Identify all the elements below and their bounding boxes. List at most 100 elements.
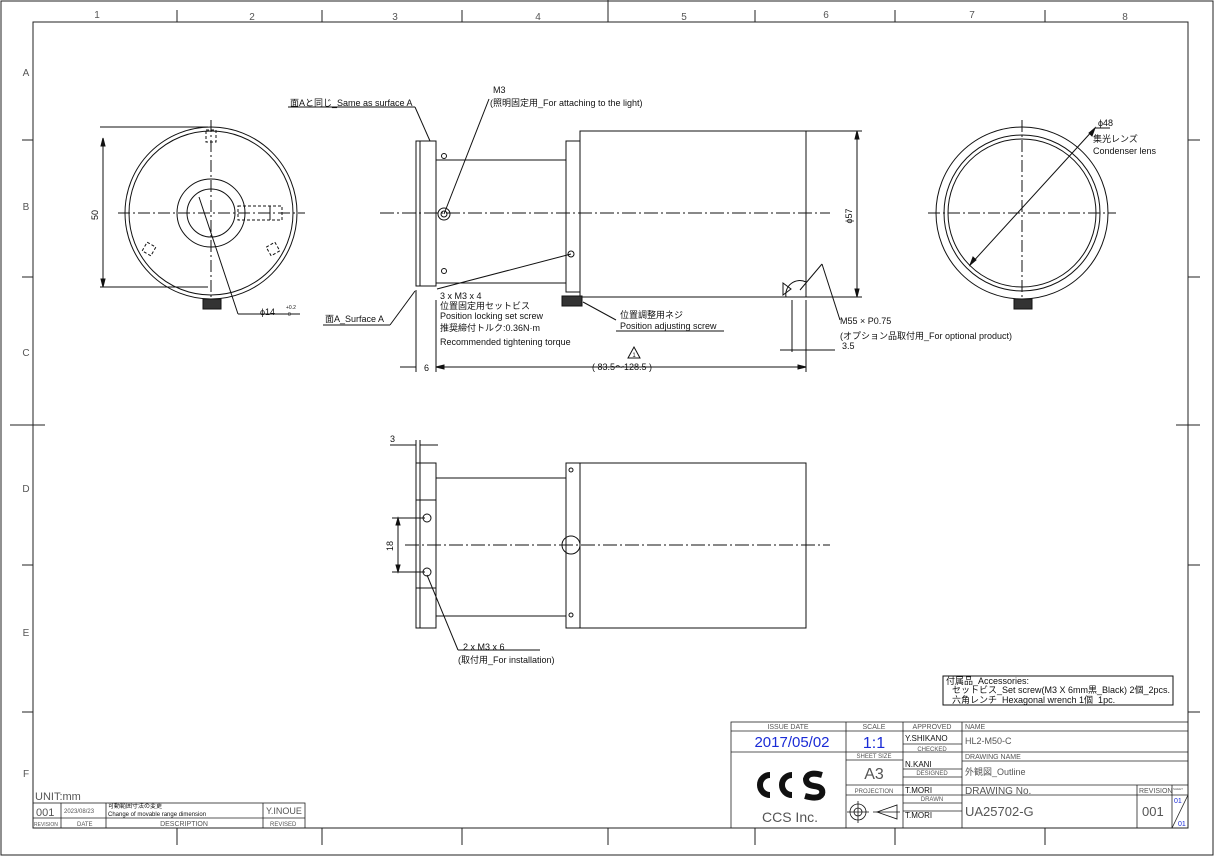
note-torque-en: Recommended tightening torque — [440, 337, 571, 347]
bottom-dim-spacing: 18 — [385, 541, 395, 551]
note-surface-a: 面A_Surface A — [325, 314, 384, 324]
revision-block-text: UNIT:mm 001 2023/08/23 可動範囲寸法の変更 Change … — [34, 791, 302, 828]
accessories-title: 付属品_Accessories: — [946, 676, 1029, 686]
grid-column-labels: 1 2 3 4 5 6 7 8 — [94, 10, 1128, 23]
note-holes-purpose: (取付用_For installation) — [458, 655, 555, 665]
revision-no: 001 — [1142, 804, 1164, 819]
grid-col-6: 6 — [823, 10, 829, 21]
hdr-revision: REVISION — [34, 822, 58, 828]
note-setscrew-qty: 3 x M3 x 4 — [440, 291, 482, 301]
name-label: NAME — [965, 724, 986, 731]
side-dim-thread: M55 × P0.75 — [840, 316, 891, 326]
grid-col-3: 3 — [392, 12, 398, 23]
rev-desc-jp: 可動範囲寸法の変更 — [108, 802, 162, 810]
grid-col-4: 4 — [535, 12, 541, 23]
side-dim-diameter: ϕ57 — [844, 208, 854, 223]
note-m3-purpose: (照明固定用_For attaching to the light) — [490, 97, 643, 108]
grid-row-e: E — [23, 628, 30, 639]
side-dim-length: ( 83.5～128.5 ) — [592, 362, 652, 372]
accessories-box: 付属品_Accessories: セットビス_Set screw(M3 X 6m… — [942, 675, 1174, 706]
note-m3: M3 — [493, 85, 506, 95]
rear-view — [928, 120, 1116, 310]
note-adjust-jp: 位置調整用ネジ — [620, 309, 683, 320]
note-optional: (オプション品取付用_For optional product) — [840, 331, 1012, 341]
revision-label: REVISION — [1139, 788, 1172, 795]
scale-label: SCALE — [863, 724, 886, 731]
grid-col-7: 7 — [969, 10, 975, 21]
note-adjust-en: Position adjusting screw — [620, 321, 717, 331]
projection-icon — [847, 801, 900, 823]
grid-row-d: D — [22, 484, 29, 495]
sheet-label: SHEET — [1173, 787, 1183, 791]
note-same-as-surface-a: 面Aと同じ_Same as surface A — [290, 98, 413, 108]
hdr-revised: REVISED — [270, 822, 297, 828]
drawn-name: T.MORI — [905, 811, 932, 820]
front-dim-50: 50 — [90, 210, 100, 220]
accessories-line-1: セットビス_Set screw(M3 X 6mm黒_Black) 2個_2pcs… — [952, 684, 1170, 695]
bottom-view-labels: 3 18 2 x M3 x 6 (取付用_For installation) — [385, 434, 555, 665]
drawing-no-label: DRAWING No. — [965, 786, 1031, 797]
approved-name: Y.SHIKANO — [905, 734, 948, 743]
note-setscrew-jp: 位置固定用セットビス — [440, 300, 530, 311]
rev-by: Y.INOUE — [266, 806, 302, 816]
company-name: CCS Inc. — [762, 809, 818, 825]
sheet-size-label: SHEET SIZE — [857, 754, 892, 760]
note-torque-jp: 推奨締付トルク:0.36N·m — [440, 322, 540, 333]
unit-label: UNIT:mm — [35, 791, 81, 803]
drawing-name-label: DRAWING NAME — [965, 754, 1021, 761]
rear-view-labels: ϕ48 集光レンズ Condenser lens — [1093, 118, 1157, 156]
designed-name: T.MORI — [905, 786, 932, 795]
rev-desc-en: Change of movable range dimension — [108, 812, 206, 818]
front-dim-bore-tol-lower: 0 — [288, 312, 291, 318]
bottom-dim-flange: 3 — [390, 434, 395, 444]
grid-row-b: B — [23, 202, 30, 213]
side-dim-length-mark: 1 — [632, 353, 636, 359]
note-lens-jp: 集光レンズ — [1093, 133, 1138, 144]
accessories-line-2: 六角レンチ_Hexagonal wrench 1個_1pc. — [952, 694, 1115, 705]
product-name: HL2-M50-C — [965, 736, 1012, 746]
rev-date: 2023/08/23 — [64, 809, 95, 815]
side-dim-flange: 6 — [424, 363, 429, 373]
grid-row-labels: A B C D E F — [22, 68, 29, 780]
note-setscrew-en: Position locking set screw — [440, 311, 544, 321]
side-dim-thread-depth: 3.5 — [842, 341, 855, 351]
front-dim-bore-tol-upper: +0.2 — [286, 305, 296, 311]
rev-no: 001 — [36, 807, 54, 819]
sheet-total: 01 — [1178, 821, 1186, 828]
bottom-view — [390, 440, 830, 651]
checked-name: N.KANI — [905, 760, 932, 769]
note-lens-en: Condenser lens — [1093, 146, 1157, 156]
designed-label: DESIGNED — [916, 771, 948, 777]
grid-row-c: C — [22, 348, 29, 359]
grid-row-f: F — [23, 769, 29, 780]
grid-col-8: 8 — [1122, 12, 1128, 23]
side-view — [288, 98, 862, 372]
grid-row-a: A — [23, 68, 30, 79]
hdr-date: DATE — [77, 822, 93, 828]
grid-col-5: 5 — [681, 12, 687, 23]
grid-col-2: 2 — [249, 12, 255, 23]
note-holes: 2 x M3 x 6 — [463, 642, 505, 652]
issue-date: 2017/05/02 — [754, 734, 829, 751]
projection-label: PROJECTION — [855, 789, 894, 795]
sheet-size: A3 — [864, 766, 884, 783]
title-block-text: ISSUE DATE 2017/05/02 SCALE 1:1 SHEET SI… — [754, 724, 1185, 828]
drawn-label: DRAWN — [921, 797, 943, 803]
title-block — [730, 721, 1189, 829]
scale: 1:1 — [863, 735, 885, 752]
hdr-description: DESCRIPTION — [160, 821, 208, 828]
checked-label: CHECKED — [917, 747, 947, 753]
drawing-name: 外観図_Outline — [965, 766, 1026, 777]
ccs-logo — [757, 770, 826, 801]
side-view-labels: 面Aと同じ_Same as surface A M3 (照明固定用_For at… — [290, 85, 1012, 373]
grid-col-1: 1 — [94, 10, 100, 21]
front-view — [100, 120, 305, 315]
revision-block — [32, 802, 306, 829]
sheet-current: 01 — [1174, 798, 1182, 805]
issue-date-label: ISSUE DATE — [767, 724, 808, 731]
rear-dim-diameter: ϕ48 — [1098, 118, 1113, 128]
approved-label: APPROVED — [913, 724, 952, 731]
front-dim-bore: ϕ14 — [260, 307, 275, 317]
